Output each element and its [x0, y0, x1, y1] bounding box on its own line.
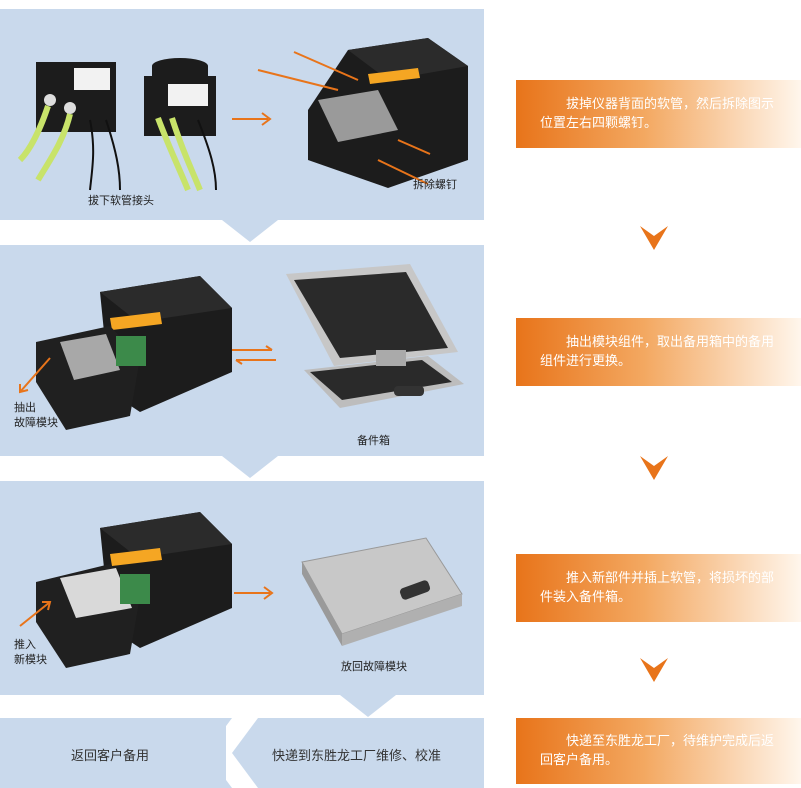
step-1-notch: [222, 220, 278, 242]
arrow-right-icon: [234, 586, 274, 600]
module-pull-out-image: [19, 276, 232, 430]
step-4-right-label: 快递到东胜龙工厂维修、校准: [272, 749, 442, 764]
step-3-notch: [340, 695, 396, 717]
step-1-right-label: 拆除螺钉: [413, 178, 457, 191]
spare-case-closed-image: [301, 537, 463, 646]
step-2-left-label: 抽出 故障模块: [14, 401, 58, 429]
step-3-instruction: 推入新部件并插上软管，将损坏的部件装入备件箱。: [540, 571, 775, 605]
arrow-right-icon: [232, 112, 272, 126]
chevron-down-icon: [640, 226, 668, 250]
chevron-down-icon: [640, 456, 668, 480]
chevron-down-icon: [640, 658, 668, 682]
device-rear-view-image: [17, 58, 217, 192]
step-2-right-label: 备件箱: [357, 434, 390, 447]
step-3-right-label: 放回故障模块: [341, 660, 407, 673]
step-4-instruction-box: 快递至东胜龙工厂，待维护完成后返回客户备用。: [516, 718, 801, 784]
step-2-instruction-box: 抽出模块组件，取出备用箱中的备用组件进行更换。: [516, 318, 801, 386]
module-push-in-image: [19, 512, 232, 668]
step-3-instruction-box: 推入新部件并插上软管，将损坏的部件装入备件箱。: [516, 554, 801, 622]
return-customer-box: [0, 718, 484, 788]
step-2-notch: [222, 456, 278, 478]
step-4-left-label: 返回客户备用: [71, 749, 150, 764]
step-1-left-label: 拔下软管接头: [88, 194, 154, 207]
spare-case-open-image: [286, 264, 464, 408]
step-3-left-label: 推入 新模块: [14, 638, 47, 666]
step-1-instruction-box: 拔掉仪器背面的软管，然后拆除图示位置左右四颗螺钉。: [516, 80, 801, 148]
device-front-view-image: [257, 38, 468, 188]
step-2-instruction: 抽出模块组件，取出备用箱中的备用组件进行更换。: [540, 335, 775, 369]
step-1-instruction: 拔掉仪器背面的软管，然后拆除图示位置左右四颗螺钉。: [540, 97, 775, 131]
step-4-instruction: 快递至东胜龙工厂，待维护完成后返回客户备用。: [540, 734, 775, 768]
swap-arrows-icon: [232, 345, 276, 365]
